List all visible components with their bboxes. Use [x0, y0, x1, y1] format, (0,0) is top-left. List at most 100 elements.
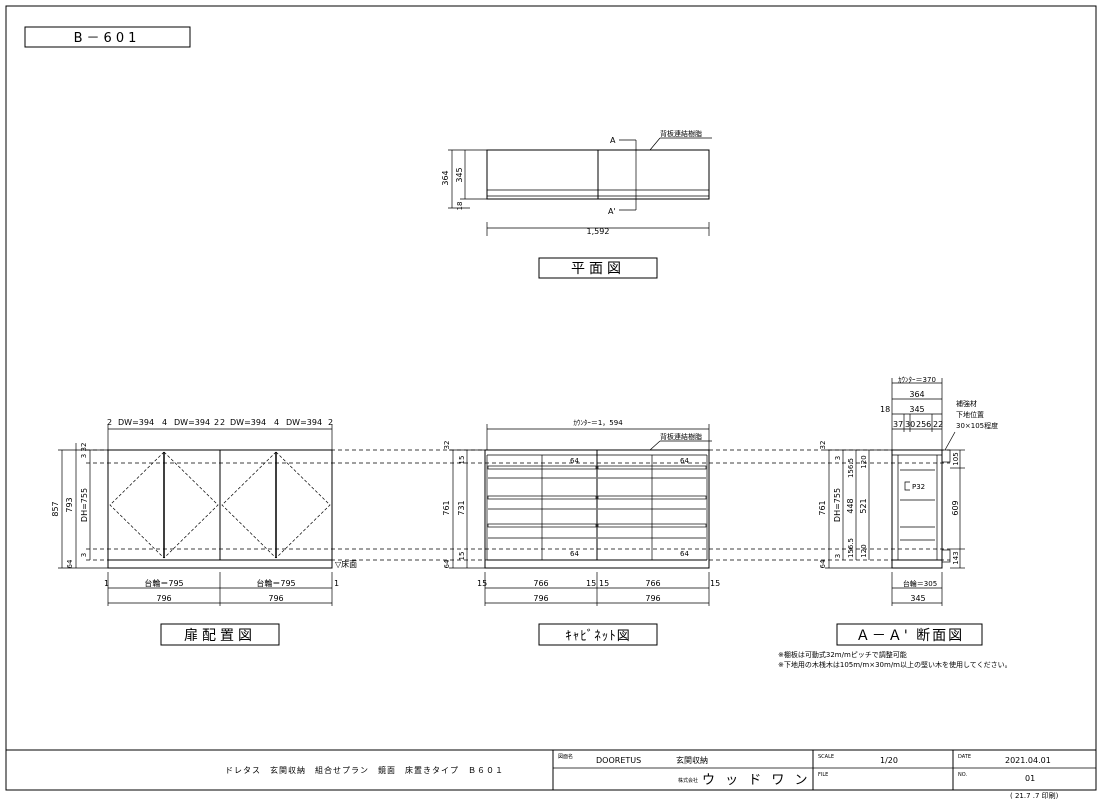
cab-base-dim-4: 15: [599, 579, 609, 588]
plan-title: 平面図: [571, 261, 625, 277]
title-drawing-name-2: 玄関収納: [676, 755, 708, 765]
cab-left-dim-15a: 15: [458, 456, 466, 465]
cab-base-dim-1: 15: [477, 579, 487, 588]
door-left-dim-dh: DH=755: [80, 488, 89, 522]
section-note-3: 30×105程度: [956, 421, 998, 430]
section-left-761: 761: [818, 500, 827, 515]
section-small-120b: 120: [860, 544, 868, 557]
cab-bottom-dim-1: 796: [533, 594, 548, 603]
section-left-3a: 3: [834, 456, 842, 460]
notes: ※棚板は可動式32m/mピッチで調整可能 ※下地用の木桟木は105m/m×30m…: [778, 650, 1012, 669]
door-floor-label: ▽床面: [335, 559, 357, 569]
section-title: Ａ－Ａ' 断面図: [856, 628, 964, 644]
plan-dim-depth-back: 18: [456, 202, 464, 211]
sheet-border: [5, 5, 1097, 791]
cab-counter-width: ｶｳﾝﾀｰ＝1，594: [573, 419, 623, 427]
section-depth-364: 364: [909, 390, 924, 399]
title-date: 2021.04.01: [1005, 756, 1051, 765]
title-scale-label: SCALE: [818, 754, 834, 760]
drawing-id: B－601: [74, 31, 141, 46]
section-left-156b: 156.5: [847, 538, 855, 558]
section-view: P32 ｶｳﾝﾀｰ＝370 364 18 345 37 30 256 22 補強…: [818, 376, 998, 646]
drawing-id-box: B－601: [24, 26, 191, 48]
cab-base-dim-2: 766: [533, 579, 548, 588]
section-left-156a: 156.5: [847, 458, 855, 478]
section-base-dim: 台輪＝305: [903, 579, 937, 588]
title-no-label: NO.: [958, 772, 967, 778]
door-title: 扉配置図: [184, 628, 256, 644]
section-right-143: 143: [952, 551, 960, 564]
cab-left-dim-15b: 15: [458, 552, 466, 561]
door-view: 2 DW=394 4 DW=394 2 2 DW=394 4 DW=394 2 …: [51, 418, 357, 646]
door-left-dim-64: 64: [66, 559, 74, 568]
note-1: ※棚板は可動式32m/mピッチで調整可能: [778, 650, 907, 659]
door-top-dim-3: 4: [162, 418, 167, 427]
door-top-dim-9: DW=394: [286, 418, 322, 427]
door-top-dim-6: 2: [220, 418, 225, 427]
plan-section-a2: A': [608, 207, 616, 216]
cab-base-dim-3: 15: [586, 579, 596, 588]
door-top-dim-5: 2: [214, 418, 219, 427]
title-no: 01: [1025, 774, 1035, 783]
section-depth-345: 345: [909, 405, 924, 414]
title-drawing-name: DOORETUS: [596, 756, 641, 765]
cab-inner-dim-3: 64: [570, 550, 579, 558]
title-printed: ( 21.7 .7 印刷): [1010, 792, 1059, 800]
cabinet-view: 64 64 64 64 ｶｳﾝﾀｰ＝1，594 背板連結樹脂 32 15 761…: [442, 419, 720, 646]
door-bottom-dim-1: 796: [156, 594, 171, 603]
door-end-dim-right: 1: [334, 579, 339, 588]
section-left-3b: 3: [834, 554, 842, 558]
door-left-dim-857: 857: [51, 501, 60, 516]
title-scale: 1/20: [880, 756, 898, 765]
door-base-dim-1: 台輪＝795: [144, 578, 183, 588]
door-base-dim-2: 台輪＝795: [256, 578, 295, 588]
cab-inner-dim-1: 64: [570, 457, 579, 465]
section-part-30: 30: [905, 420, 915, 429]
door-end-dim-left: 1: [104, 579, 109, 588]
title-block: ドレタス 玄関収納 組合せプラン 鏡面 床置きタイプ Ｂ６０１ 図面名 DOOR…: [6, 749, 1096, 800]
door-top-dim-2: DW=394: [118, 418, 154, 427]
cab-left-dim-731: 731: [457, 500, 466, 515]
section-part-256: 256: [916, 420, 931, 429]
cab-inner-dim-2: 64: [680, 457, 689, 465]
section-bottom-dim: 345: [910, 594, 925, 603]
door-left-dim-32: 32: [80, 443, 88, 452]
door-left-dim-793: 793: [65, 497, 74, 512]
title-company: ウ ッ ド ワ ン: [702, 773, 811, 788]
door-top-dim-1: 2: [107, 418, 112, 427]
door-top-dim-10: 2: [328, 418, 333, 427]
section-part-37: 37: [893, 420, 903, 429]
section-part-22: 22: [933, 420, 943, 429]
plan-dim-width: 1,592: [587, 227, 610, 236]
section-left-448: 448: [846, 498, 855, 513]
section-right-609: 609: [951, 500, 960, 515]
section-pitch-label: P32: [912, 483, 925, 491]
section-note-1: 補強材: [956, 399, 977, 408]
plan-dim-depth-inner: 345: [455, 167, 464, 182]
title-description: ドレタス 玄関収納 組合せプラン 鏡面 床置きタイプ Ｂ６０１: [225, 765, 504, 775]
cab-base-dim-5: 766: [645, 579, 660, 588]
cab-left-dim-64: 64: [443, 559, 451, 568]
section-left-dh: DH=755: [833, 488, 842, 522]
door-top-dim-8: 4: [274, 418, 279, 427]
section-left-521: 521: [859, 498, 868, 513]
title-drawing-name-label: 図面名: [558, 753, 573, 760]
section-note-2: 下地位置: [956, 410, 984, 419]
door-left-dim-3b: 3: [80, 553, 88, 557]
plan-section-a: A: [610, 136, 616, 145]
plan-back-panel-note: 背板連結樹脂: [660, 129, 702, 138]
door-top-dim-7: DW=394: [230, 418, 266, 427]
cab-inner-dim-4: 64: [680, 550, 689, 558]
title-company-label: 株式会社: [678, 777, 698, 784]
cab-bottom-dim-2: 796: [645, 594, 660, 603]
note-2: ※下地用の木桟木は105m/m×30m/m以上の堅い木を使用してください。: [778, 660, 1012, 669]
door-top-dim-4: DW=394: [174, 418, 210, 427]
cab-base-dim-6: 15: [710, 579, 720, 588]
cabinet-title: ｷｬﾋﾞﾈｯﾄ図: [565, 629, 631, 644]
section-left-64: 64: [819, 559, 827, 568]
section-counter-depth: ｶｳﾝﾀｰ＝370: [898, 376, 936, 384]
section-left-32: 32: [819, 441, 827, 450]
title-date-label: DATE: [958, 754, 971, 760]
cab-left-dim-32: 32: [443, 441, 451, 450]
